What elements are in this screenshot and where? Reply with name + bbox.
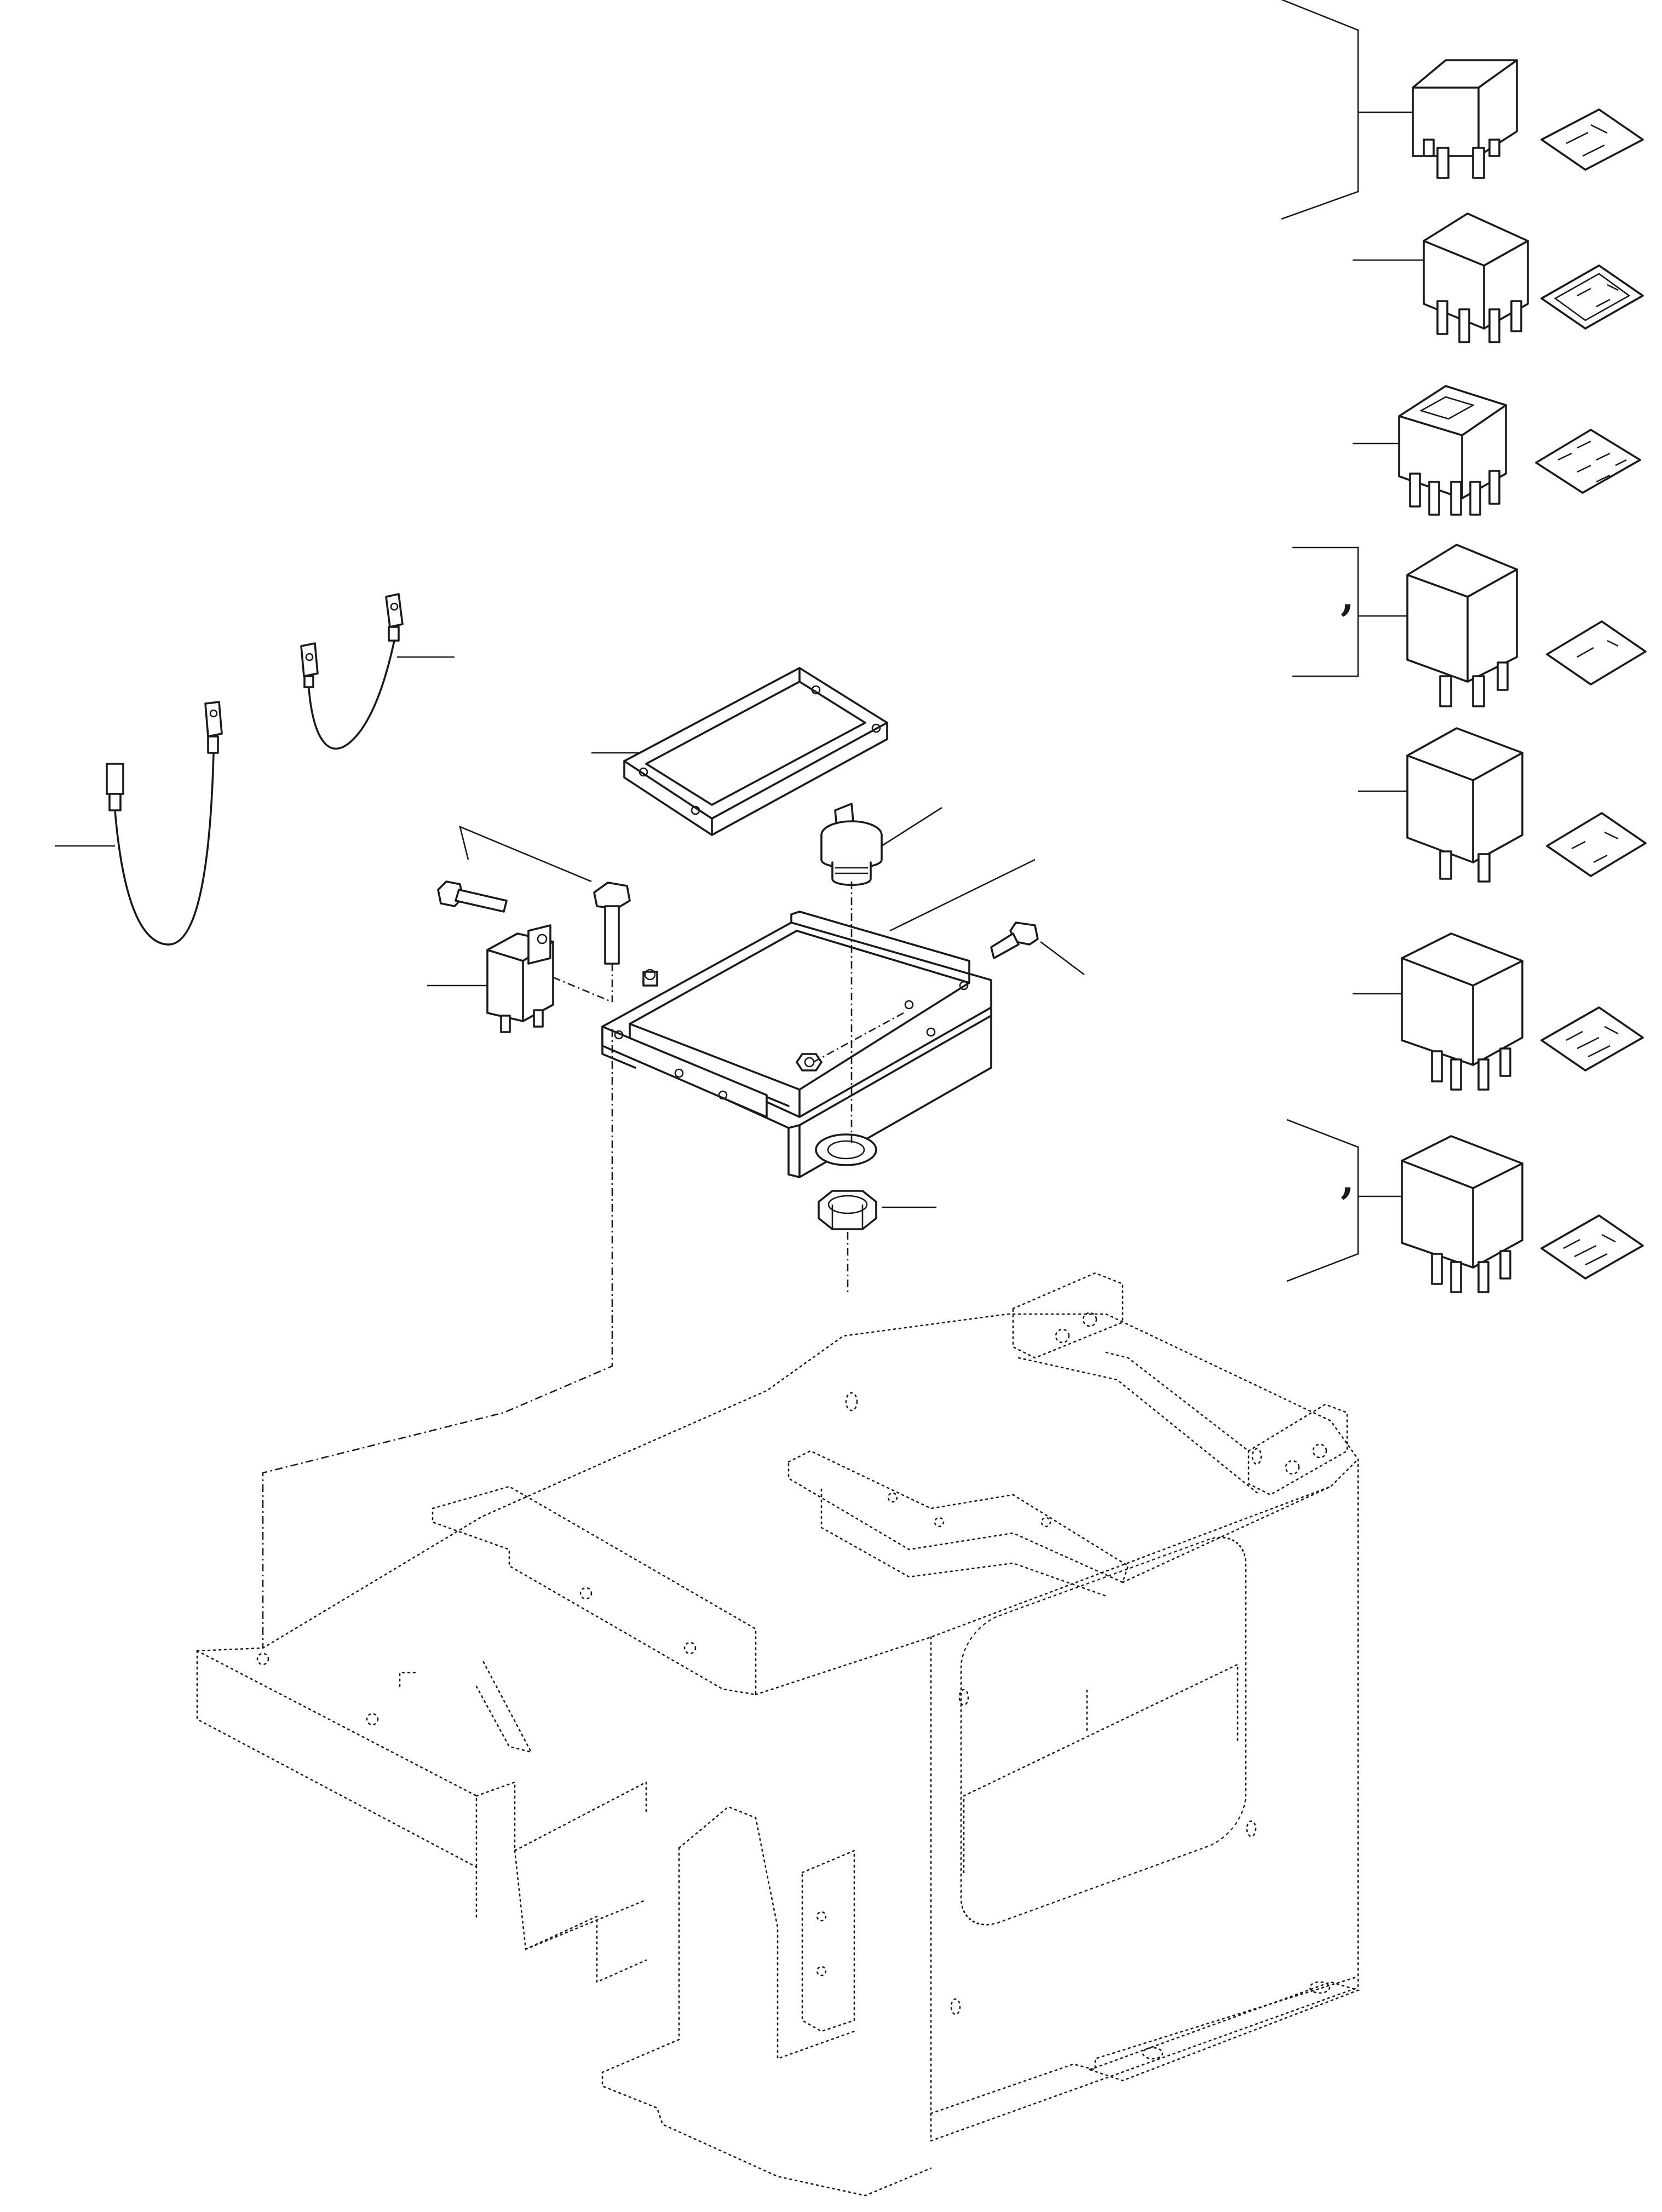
pressure-switch	[820, 803, 942, 886]
relay-socket-pattern-4	[1546, 620, 1647, 686]
relay-socket-pattern-5	[1546, 812, 1647, 877]
assembly-center-lines	[262, 882, 904, 1648]
relay-variant-3	[1353, 385, 1507, 516]
variant-separator-comma-2: ,	[1341, 1156, 1354, 1203]
relay-box-cover	[591, 667, 888, 836]
leader-line-bolt-right	[1040, 941, 1085, 976]
relay-variant-1	[1280, 0, 1518, 220]
relay-socket-pattern-7	[1540, 1214, 1644, 1280]
bracket-group-1	[1280, 0, 1359, 220]
leader-line-switch	[881, 807, 942, 847]
variant-separator-comma-1: ,	[1341, 573, 1354, 620]
bracket-group-4	[1292, 546, 1359, 677]
relay-socket-pattern-3	[1535, 429, 1641, 494]
bracket-group-7	[1286, 1119, 1359, 1282]
leader-line-bolts	[459, 825, 592, 883]
ground-wire-short	[300, 593, 455, 750]
inner-nut	[796, 1053, 823, 1072]
relay-socket-pattern-1	[1540, 108, 1644, 171]
relay-box-tray	[601, 859, 1036, 1178]
relay-variant-2	[1353, 212, 1529, 343]
relay-variant-5	[1358, 727, 1523, 883]
relay-socket-pattern-6	[1540, 1006, 1644, 1072]
flasher-relay	[427, 924, 554, 1033]
relay-socket-pattern-2	[1540, 264, 1644, 330]
leader-line-tray	[889, 859, 1036, 932]
bolt-horizontal-right	[990, 921, 1085, 976]
relay-variant-7: ,	[1286, 1119, 1523, 1293]
relay-variant-6	[1353, 932, 1523, 1091]
relay-variant-4: ,	[1292, 544, 1518, 707]
machine-frame	[196, 1272, 1361, 2197]
lock-nut	[818, 1190, 936, 1230]
bolt-vertical	[459, 825, 631, 965]
bolt-horizontal-left	[437, 880, 508, 913]
ground-wire-long	[55, 701, 223, 946]
